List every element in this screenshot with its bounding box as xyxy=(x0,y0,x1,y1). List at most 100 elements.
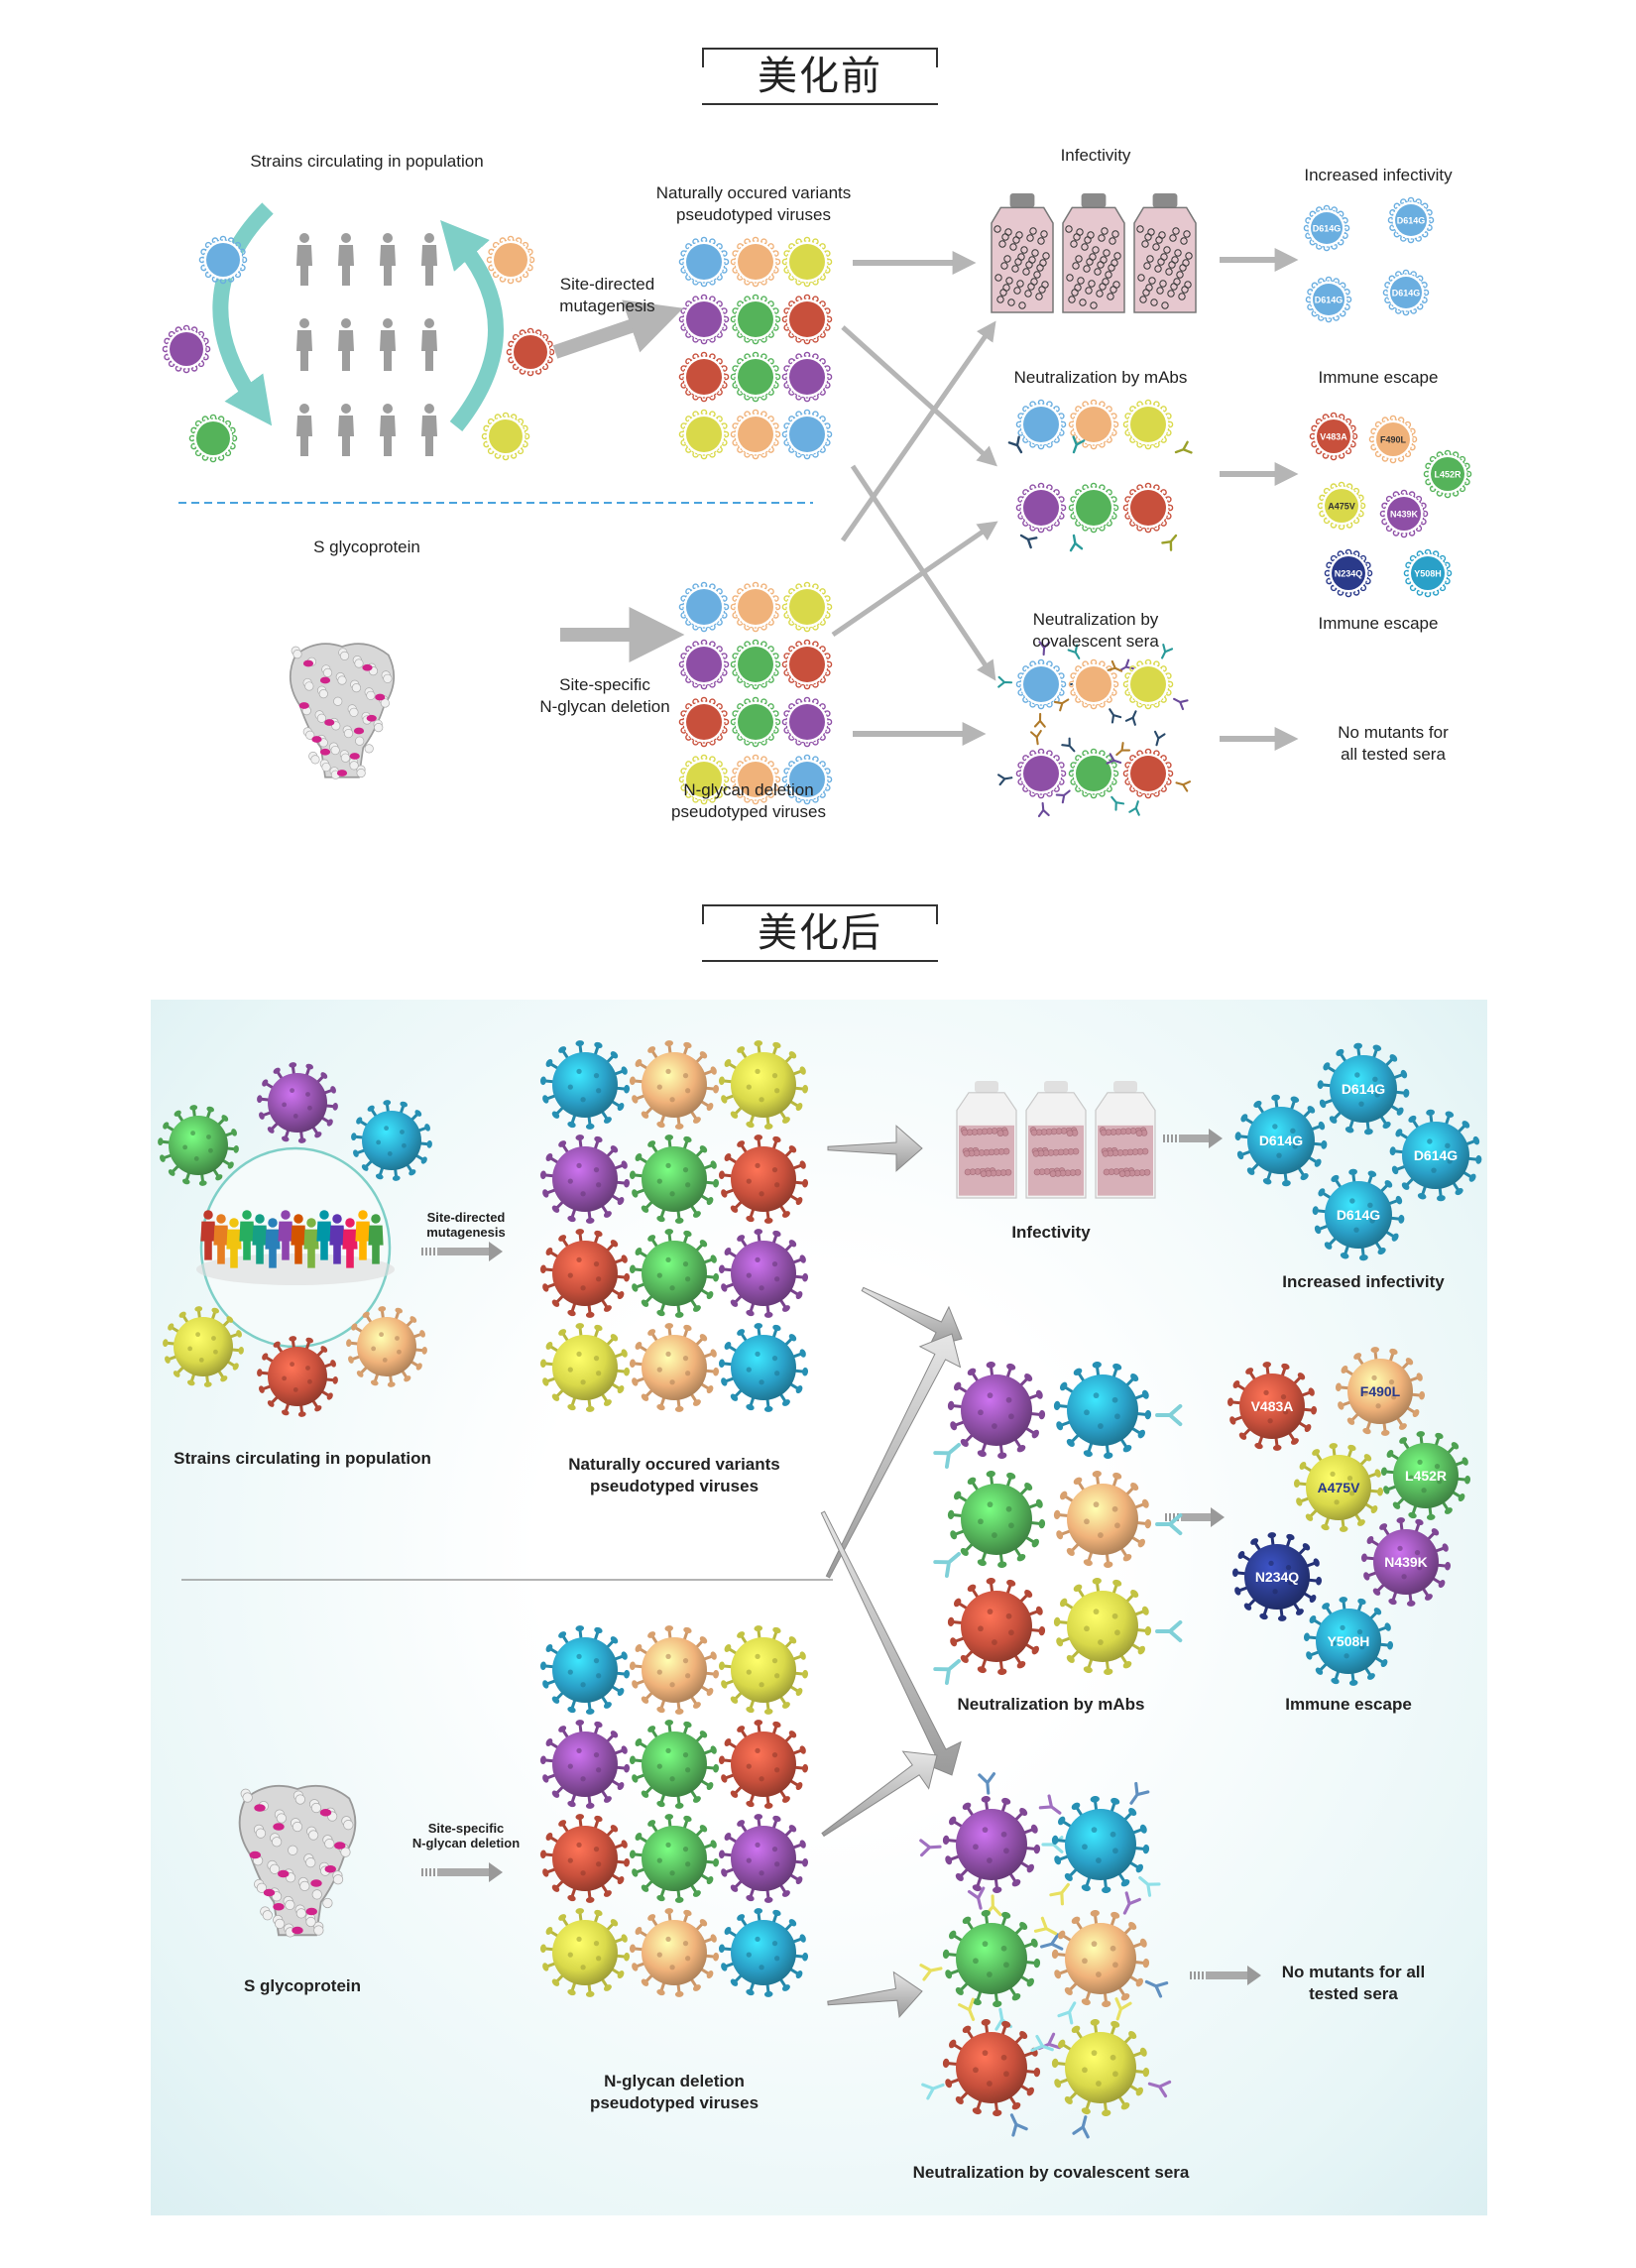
virus-icon xyxy=(781,581,833,633)
virus-icon xyxy=(1068,748,1119,799)
virus-icon xyxy=(539,1040,631,1130)
virus-icon: D614G xyxy=(1382,269,1430,316)
virus-icon xyxy=(539,1814,631,1903)
virus-icon xyxy=(539,1229,631,1318)
antibody-icon xyxy=(1055,789,1071,804)
antibody-icon xyxy=(1053,698,1070,712)
virus-icon: A475V xyxy=(1293,1443,1384,1532)
antibody-icon xyxy=(1161,534,1178,551)
virus-mutation-label: V483A xyxy=(1320,432,1347,442)
virus-icon: N439K xyxy=(1360,1517,1452,1607)
virus-icon xyxy=(678,351,730,403)
person-icon xyxy=(380,233,396,286)
arrow-cross-1 xyxy=(841,325,997,467)
antibody-icon xyxy=(919,1964,943,1981)
person-icon xyxy=(421,233,437,286)
after-label-immune-escape: Immune escape xyxy=(1285,1695,1412,1714)
virus-icon xyxy=(539,1720,631,1809)
virus-mutation-label: A475V xyxy=(1328,502,1355,512)
antibody-icon xyxy=(1038,641,1051,657)
antibody-icon xyxy=(1057,2001,1077,2025)
virus-icon xyxy=(730,351,781,403)
virus-icon xyxy=(730,236,781,288)
antibody-icon xyxy=(1153,730,1166,747)
antibody-icon xyxy=(967,1886,986,1910)
antibody-icon xyxy=(1069,534,1084,552)
antibody-icon xyxy=(1128,800,1140,816)
person-icon xyxy=(226,1218,242,1268)
virus-mutation-label: D614G xyxy=(1259,1133,1303,1148)
virus-icon xyxy=(947,1471,1046,1568)
flask-icon xyxy=(1062,193,1125,313)
virus-icon xyxy=(678,696,730,748)
arrow-site-directed xyxy=(552,299,684,359)
antibody-icon xyxy=(1107,659,1123,672)
virus-icon xyxy=(629,1720,720,1809)
person-icon xyxy=(338,404,354,456)
antibody-icon xyxy=(1155,1512,1183,1536)
after-title: 美化后 xyxy=(702,904,938,962)
before-label-neutralization-mabs: Neutralization by mAbs xyxy=(1013,368,1188,387)
arrow-to-sera-after-2 xyxy=(827,1970,923,2019)
before-label-site-directed: Site-directed mutagenesis xyxy=(559,275,655,315)
after-label-s-glycoprotein: S glycoprotein xyxy=(243,1976,362,1995)
arrow-cross-3 xyxy=(840,320,996,542)
before-label-natural-variants: Naturally occured variants pseudotyped v… xyxy=(655,183,852,224)
virus-icon xyxy=(730,409,781,460)
antibody-icon xyxy=(978,1772,996,1795)
after-label-strains: Strains circulating in population xyxy=(174,1449,431,1468)
flask-icon xyxy=(991,193,1054,313)
virus-icon: F490L xyxy=(1368,415,1418,464)
virus-icon xyxy=(947,1578,1046,1675)
antibody-icon xyxy=(997,675,1013,688)
virus-mutation-label: D614G xyxy=(1315,296,1344,305)
arrow-site-specific-after xyxy=(421,1862,503,1882)
person-icon xyxy=(291,1214,306,1264)
antibody-icon xyxy=(1033,712,1046,728)
virus-icon xyxy=(718,1229,809,1318)
person-icon xyxy=(342,1218,358,1268)
virus-icon xyxy=(257,1336,338,1417)
person-icon xyxy=(368,1214,384,1264)
before-title-text: 美化前 xyxy=(758,54,882,99)
flask-icon xyxy=(1095,1081,1156,1199)
virus-mutation-label: Y508H xyxy=(1328,1633,1370,1649)
antibody-icon xyxy=(1061,737,1076,753)
after-label-natural-variants: Naturally occured variants pseudotyped v… xyxy=(568,1455,780,1495)
antibody-icon xyxy=(1040,1933,1064,1951)
virus-icon: F490L xyxy=(1335,1347,1426,1436)
virus-icon xyxy=(629,1040,720,1130)
virus-icon xyxy=(1051,2019,1150,2116)
before-label-s-glycoprotein: S glycoprotein xyxy=(313,537,420,556)
virus-icon xyxy=(481,412,530,461)
person-icon xyxy=(329,1214,345,1264)
antibody-icon xyxy=(1030,2034,1054,2052)
arrow-to-sera-after xyxy=(821,1750,938,1838)
virus-icon: Y508H xyxy=(1303,1597,1394,1686)
virus-icon xyxy=(718,1814,809,1903)
antibody-icon xyxy=(1106,753,1122,765)
antibody-icon xyxy=(1155,1403,1183,1427)
virus-icon xyxy=(1053,1362,1152,1459)
antibody-icon xyxy=(1009,2113,1028,2137)
person-icon xyxy=(355,1210,371,1260)
virus-icon xyxy=(188,414,238,463)
after-title-text: 美化后 xyxy=(758,910,882,956)
after-label-site-specific: Site-specific N-glycan deletion xyxy=(411,1821,521,1850)
flask-icon xyxy=(956,1081,1017,1199)
virus-mutation-label: D614G xyxy=(1414,1147,1458,1163)
virus-icon xyxy=(781,294,833,345)
virus-icon: A475V xyxy=(1317,481,1366,531)
virus-mutation-label: N234Q xyxy=(1255,1569,1299,1585)
person-icon xyxy=(338,233,354,286)
antibody-icon xyxy=(1019,534,1038,549)
virus-icon xyxy=(1015,748,1067,799)
virus-mutation-label: L452R xyxy=(1434,470,1461,480)
virus-icon xyxy=(1015,399,1067,450)
after-label-increased-infectivity: Increased infectivity xyxy=(1282,1272,1445,1291)
after-diagram: D614GD614GD614GD614GV483AF490LA475VL452R… xyxy=(158,1040,1482,2139)
population-shadow xyxy=(196,1253,395,1285)
after-label-no-mutants: No mutants for all tested sera xyxy=(1281,1963,1426,2003)
virus-mutation-label: N439K xyxy=(1390,510,1419,520)
person-icon xyxy=(421,404,437,456)
